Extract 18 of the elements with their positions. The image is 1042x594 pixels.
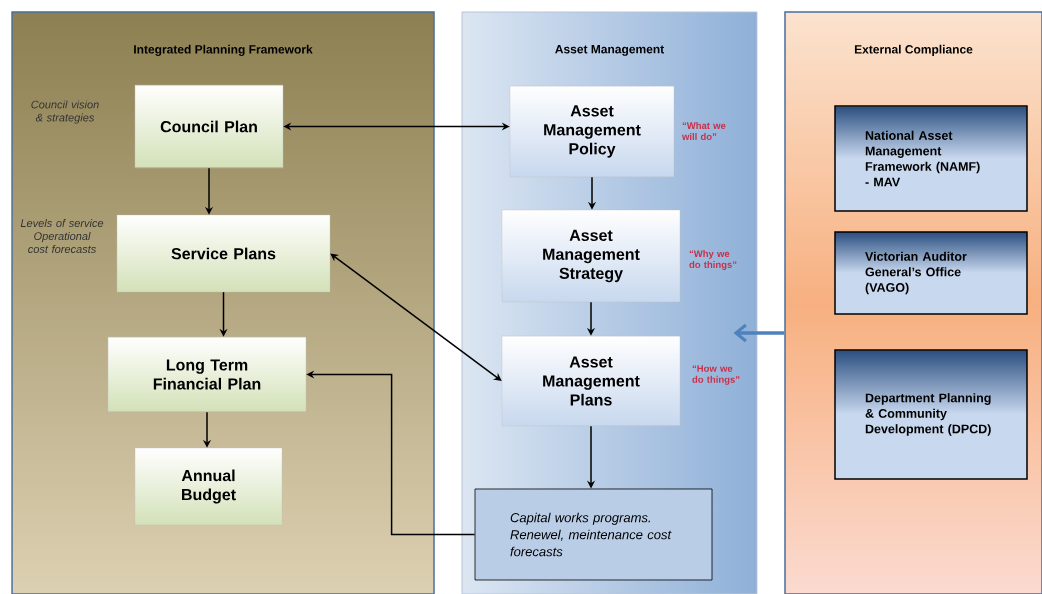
quote-note: “How we do things”: [692, 365, 740, 385]
process-box: Annual Budget: [134, 447, 283, 526]
arrow: [733, 323, 785, 343]
process-box: Asset Management Plans: [501, 335, 681, 427]
process-box: National Asset Management Framework (NAMF) - MAV: [834, 105, 1028, 212]
process-box: Service Plans: [116, 214, 331, 293]
quote-note: “What we will do”: [681, 122, 726, 140]
process-box: Council Plan: [134, 84, 284, 169]
process-box: Victorian Auditor General’s Office (VAGO): [834, 231, 1028, 315]
arrow: [330, 253, 502, 381]
process-box: Asset Management Policy: [509, 85, 675, 178]
side-note: Levels of service Operational cost forecasts: [20, 218, 104, 254]
quote-note: “Why we do things”: [689, 250, 737, 270]
note-box: Capital works programs. Renewel, meintenance cost forecasts: [474, 488, 713, 581]
process-box: Department Planning & Community Development (DPCD): [834, 349, 1028, 480]
side-note: Council vision & strategies: [31, 100, 99, 124]
process-box: Asset Management Strategy: [501, 209, 681, 303]
process-box: Long Term Financial Plan: [107, 336, 307, 413]
